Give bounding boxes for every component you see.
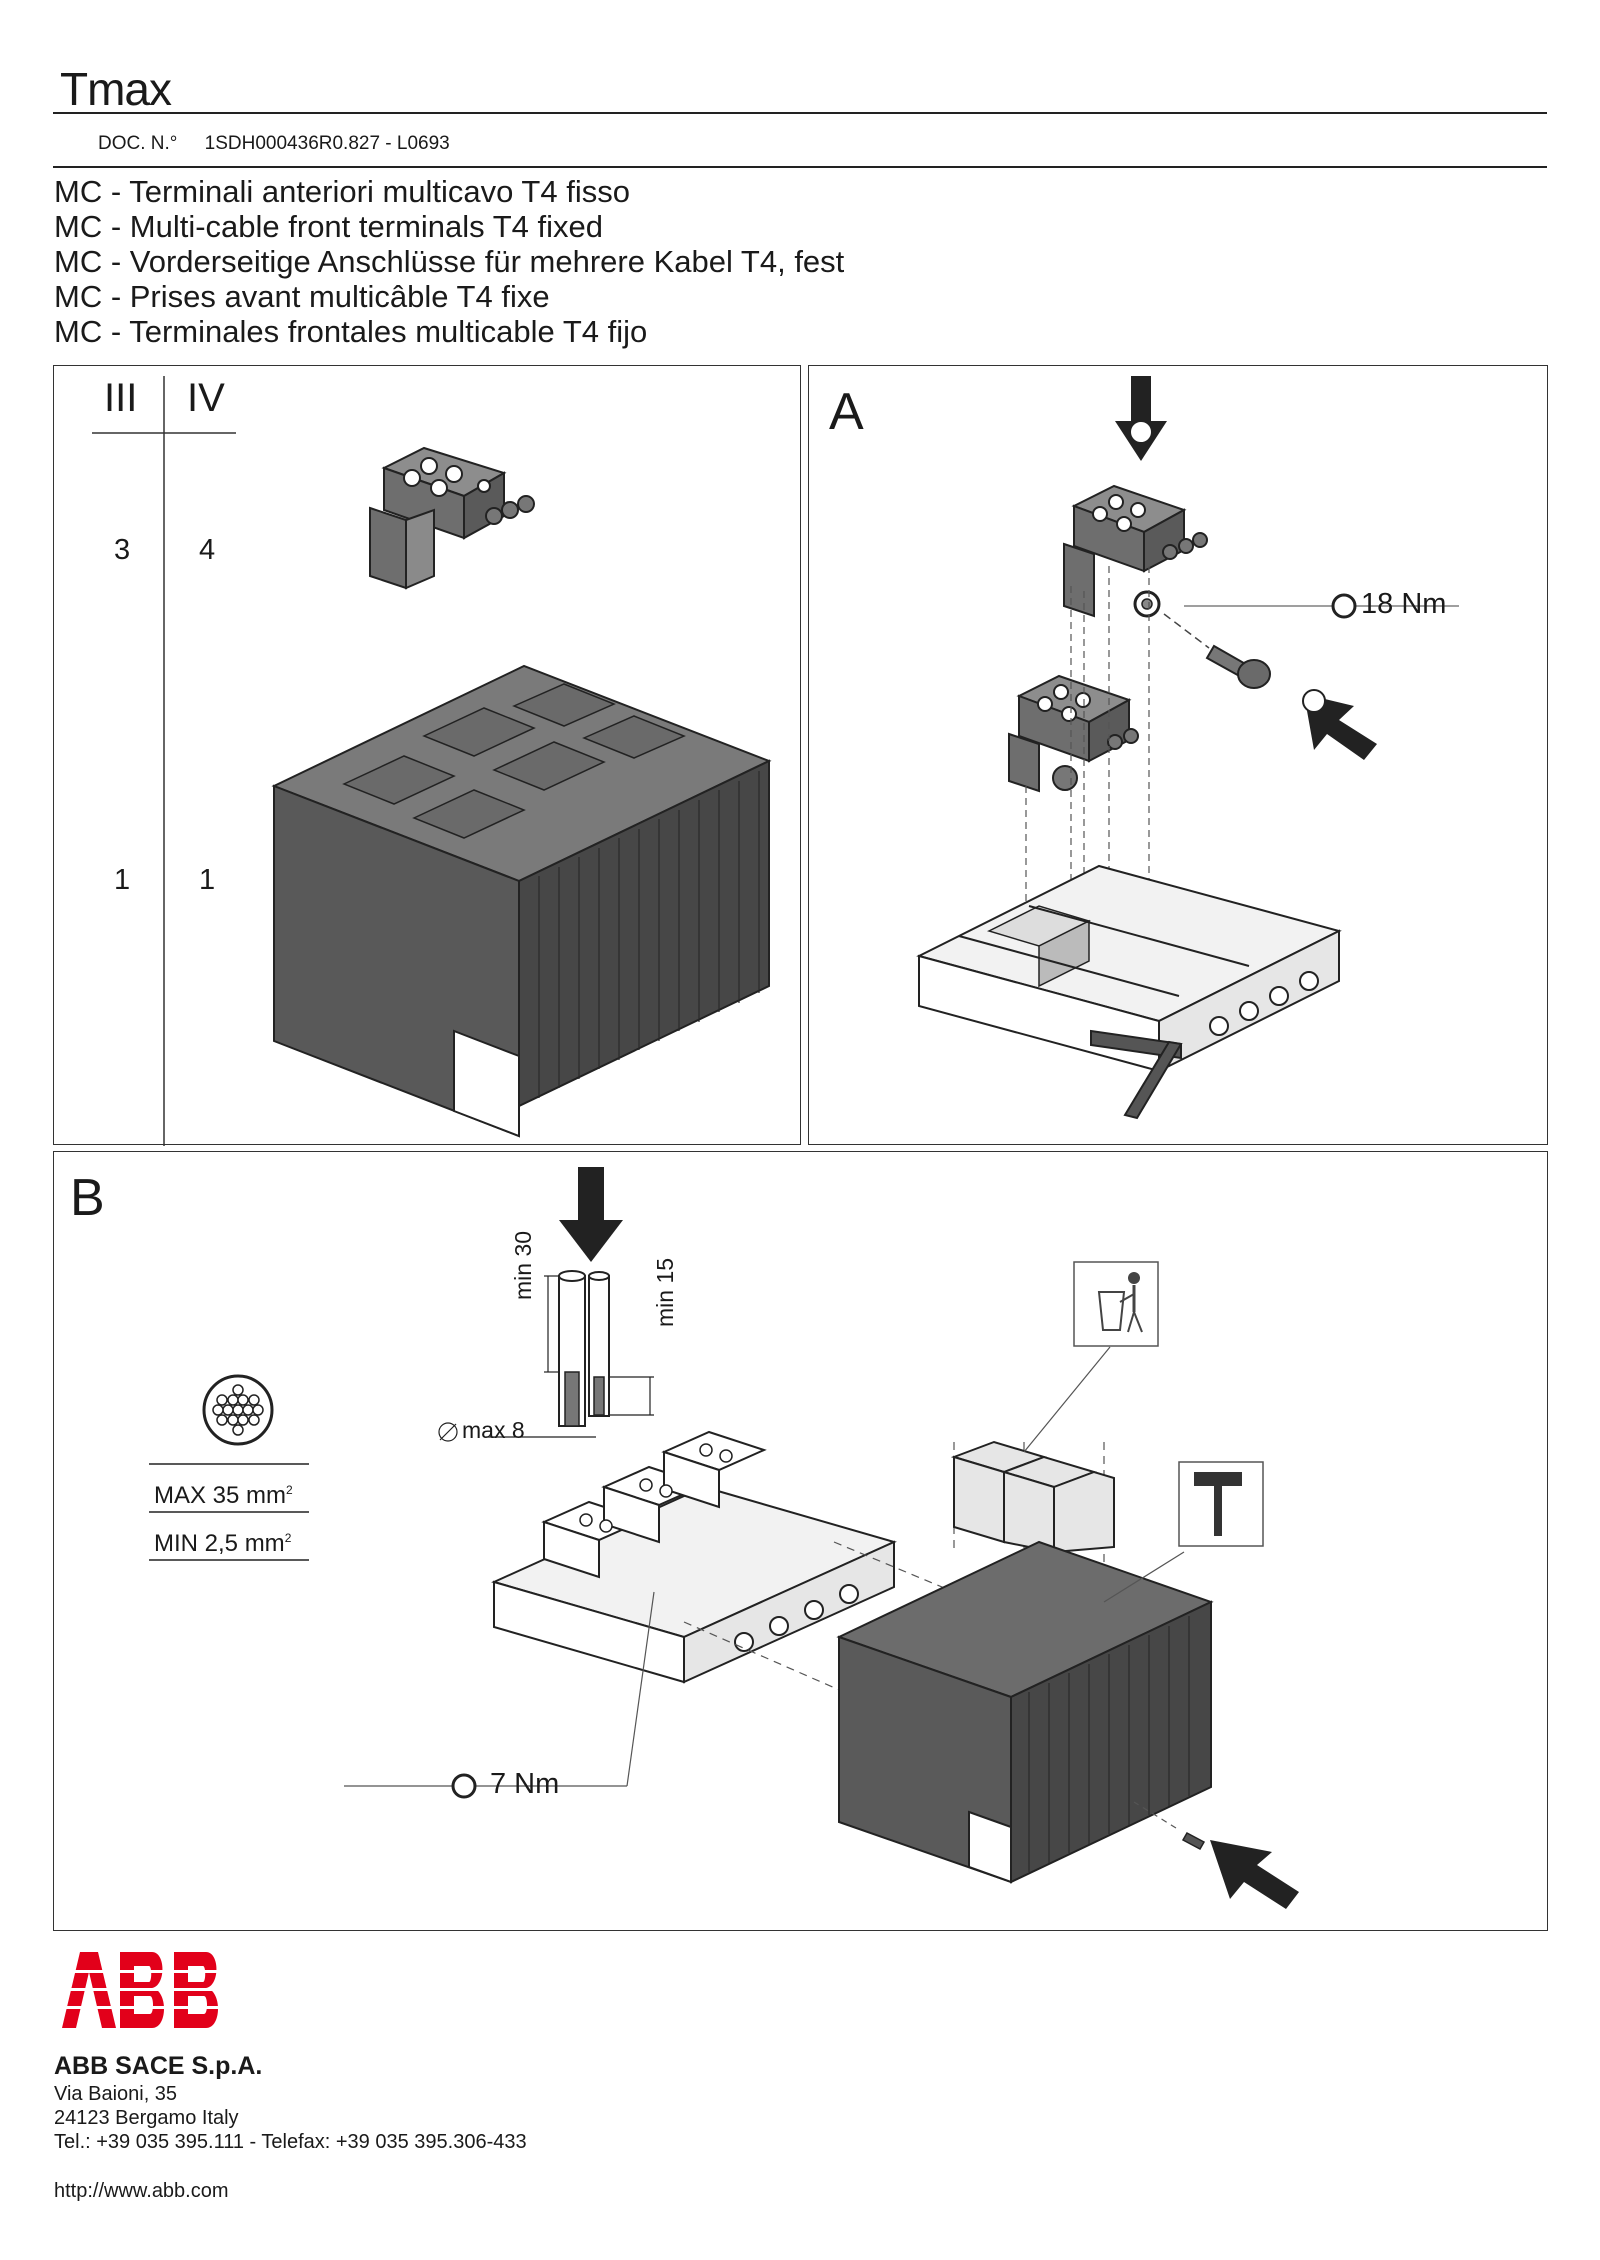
arrow-step-2: [1115, 376, 1167, 461]
max-section-value: MAX 35 mm: [154, 1482, 287, 1509]
cable-section-icon: [202, 1374, 274, 1446]
qty-cover-iii: 1: [114, 864, 131, 896]
torque-label-a: 18 Nm: [1361, 588, 1447, 620]
headline-block: MC - Terminali anteriori multicavo T4 fi…: [54, 174, 844, 349]
header-rule: [53, 112, 1547, 114]
panel-b-label: B: [70, 1169, 105, 1227]
abb-logo: [54, 1952, 254, 2028]
column-header-iv: IV: [187, 376, 225, 420]
screw-drawing: [1205, 644, 1271, 689]
torque-label-b: 7 Nm: [490, 1768, 560, 1800]
document-title: Tmax: [60, 63, 172, 115]
max-section-label: MAX 35 mm2: [154, 1482, 293, 1510]
panel-a-illustration: [916, 376, 1459, 1120]
hammer-icon: [1178, 1461, 1264, 1547]
doc-reference: DOC. N.° 1SDH000436R0.827 - L0693: [98, 133, 450, 155]
max-diameter-label: max 8: [462, 1417, 525, 1443]
qty-terminal-iii: 3: [114, 534, 131, 566]
parts-illustration: [92, 376, 772, 1146]
address-line-3: Tel.: +39 035 395.111 - Telefax: +39 035…: [54, 2131, 527, 2153]
doc-rule: [53, 166, 1547, 168]
headline-en: MC - Multi-cable front terminals T4 fixe…: [54, 209, 603, 244]
terminal-block-drawing: [369, 446, 535, 590]
company-name: ABB SACE S.p.A.: [54, 2052, 263, 2080]
min-section-exponent: 2: [284, 1531, 292, 1545]
hex-key-drawing: [1090, 1029, 1183, 1120]
lower-terminal-drawing: [1008, 674, 1139, 793]
address-line-1: Via Baioni, 35: [54, 2083, 178, 2105]
panel-b: B min 30 min 15 max 8 MAX 35 mm2 MIN 2,5…: [53, 1151, 1548, 1931]
terminal-cover-drawing: [271, 664, 772, 1138]
panel-a: A 18 Nm: [808, 365, 1548, 1145]
doc-label: DOC. N.°: [98, 133, 178, 154]
headline-fr: MC - Prises avant multicâble T4 fixe: [54, 279, 550, 314]
min-section-value: MIN 2,5 mm: [154, 1530, 285, 1557]
max-section-exponent: 2: [286, 1483, 293, 1497]
panel-a-label: A: [829, 383, 864, 441]
arrow-insert-cables: [559, 1167, 623, 1262]
address-line-2: 24123 Bergamo Italy: [54, 2107, 239, 2129]
min-section-label: MIN 2,5 mm2: [154, 1530, 291, 1558]
doc-number: 1SDH000436R0.827 - L0693: [204, 133, 450, 154]
min-15-label: min 15: [652, 1257, 678, 1327]
qty-cover-iv: 1: [199, 864, 216, 896]
website-link[interactable]: http://www.abb.com: [54, 2180, 229, 2202]
panel-b-illustration: [149, 1167, 1299, 1909]
cables-drawing: [558, 1270, 610, 1427]
terminal-cover-drawing-b: [836, 1540, 1214, 1884]
min-30-label: min 30: [510, 1230, 536, 1300]
cover-inserts-drawing: [950, 1440, 1115, 1554]
arrow-insert-screw: [1210, 1840, 1299, 1909]
parts-panel: III IV 3 4 1 1: [53, 365, 801, 1146]
qty-terminal-iv: 4: [199, 534, 216, 566]
recycle-bin-icon: [1073, 1261, 1159, 1347]
headline-it: MC - Terminali anteriori multicavo T4 fi…: [54, 174, 630, 209]
arrow-step-1: [1302, 689, 1377, 760]
upper-terminal-drawing: [1063, 484, 1208, 618]
column-header-iii: III: [104, 376, 138, 420]
breaker-assembly-drawing: [491, 1430, 897, 1684]
headline-es: MC - Terminales frontales multicable T4 …: [54, 314, 648, 349]
headline-de: MC - Vorderseitige Anschlüsse für mehrer…: [54, 244, 845, 279]
